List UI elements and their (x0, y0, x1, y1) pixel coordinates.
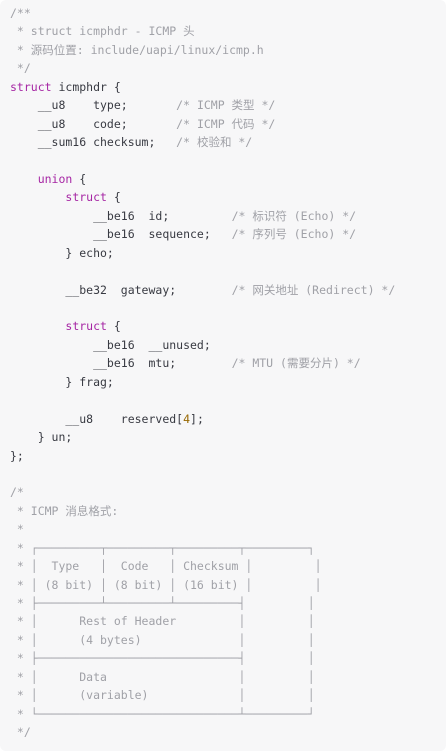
code-token: __sum16 checksum; (10, 135, 177, 150)
code-token: * ┌─────────┬─────────┬─────────┬───────… (10, 540, 315, 555)
code-token: } frag; (10, 374, 114, 389)
code-token: __u8 reserved[ (10, 411, 184, 426)
code-line: __be16 id; /* 标识符 (Echo) */ (10, 207, 446, 225)
code-line (10, 465, 446, 483)
code-token: __u8 type; (10, 98, 177, 113)
code-token: * │ (4 bytes) │ │ (10, 632, 315, 647)
code-line: * ICMP 消息格式: (10, 502, 446, 520)
code-token: * │ (variable) │ │ (10, 688, 315, 703)
code-token: /* 网关地址 (Redirect) */ (231, 282, 396, 297)
code-line: }; (10, 447, 446, 465)
code-token: * │ (8 bit) │ (8 bit) │ (16 bit) │ │ (10, 577, 322, 592)
code-token (10, 190, 65, 204)
code-token: /* ICMP 类型 */ (176, 98, 276, 113)
code-token: { (72, 171, 87, 186)
code-token: * └─────────────────────────────┴───────… (10, 706, 315, 721)
code-line (10, 391, 446, 409)
code-token: struct (10, 79, 52, 94)
code-token: { (106, 319, 121, 334)
code-line: __u8 code; /* ICMP 代码 */ (10, 115, 446, 133)
code-token: /* ICMP 代码 */ (176, 116, 276, 131)
code-token: /* MTU (需要分片) */ (231, 356, 361, 371)
code-line: * │ (8 bit) │ (8 bit) │ (16 bit) │ │ (10, 576, 446, 594)
code-line: __be16 __unused; (10, 336, 446, 354)
code-token: * ├─────────┴─────────┴─────────┤ │ (10, 596, 315, 610)
code-token: * │ Type │ Code │ Checksum │ │ (10, 559, 322, 574)
code-token: struct (65, 319, 107, 334)
code-line: } frag; (10, 373, 446, 391)
code-token: } un; (10, 430, 73, 445)
code-line: } echo; (10, 244, 446, 262)
code-line: * (10, 520, 446, 538)
code-token: __be16 __unused; (10, 337, 211, 352)
code-token: 4 (183, 411, 191, 426)
code-token: /** (10, 6, 31, 20)
code-line: __u8 reserved[4]; (10, 410, 446, 428)
code-line (10, 299, 446, 317)
code-line: * │ Rest of Header │ │ (10, 612, 446, 630)
code-token: /* 校验和 */ (176, 135, 253, 150)
code-line: struct { (10, 317, 446, 335)
code-token: icmphdr { (51, 79, 121, 94)
code-token (10, 172, 38, 186)
code-line (10, 152, 446, 170)
code-token: * ├─────────────────────────────┤ │ (10, 651, 315, 666)
code-line: struct icmphdr { (10, 78, 446, 96)
code-token: __be16 mtu; (10, 356, 232, 371)
code-line: union { (10, 170, 446, 188)
code-line: * ├─────────┴─────────┴─────────┤ │ (10, 594, 446, 612)
code-token: union (37, 171, 73, 186)
code-token: __be16 sequence; (10, 227, 232, 242)
code-line: __be16 sequence; /* 序列号 (Echo) */ (10, 225, 446, 243)
code-line: * ├─────────────────────────────┤ │ (10, 649, 446, 667)
code-line: __u8 type; /* ICMP 类型 */ (10, 96, 446, 114)
code-line: * │ (4 bytes) │ │ (10, 631, 446, 649)
code-token: { (106, 190, 121, 205)
code-line: * 源码位置: include/uapi/linux/icmp.h (10, 41, 446, 59)
code-line: * │ Type │ Code │ Checksum │ │ (10, 557, 446, 575)
code-token: ]; (190, 411, 204, 426)
code-line: * └─────────────────────────────┴───────… (10, 705, 446, 723)
code-line: * │ (variable) │ │ (10, 686, 446, 704)
code-token: __be16 id; (10, 208, 232, 223)
code-token: */ (10, 725, 31, 740)
code-token: } echo; (10, 245, 114, 260)
code-token: /* 标识符 (Echo) */ (231, 208, 357, 223)
code-line: * ┌─────────┬─────────┬─────────┬───────… (10, 539, 446, 557)
code-line: * struct icmphdr - ICMP 头 (10, 22, 446, 40)
code-token: * ICMP 消息格式: (10, 503, 119, 518)
code-token: * (10, 522, 24, 537)
code-line: * │ Data │ │ (10, 668, 446, 686)
code-token: /* 序列号 (Echo) */ (231, 227, 357, 242)
code-token: struct (65, 190, 107, 205)
code-token: * │ Data │ │ (10, 669, 315, 684)
code-token: __be32 gateway; (10, 282, 232, 297)
code-line: __be32 gateway; /* 网关地址 (Redirect) */ (10, 281, 446, 299)
code-token: __u8 code; (10, 116, 177, 131)
code-line: */ (10, 723, 446, 741)
code-line (10, 262, 446, 280)
code-line: */ (10, 59, 446, 77)
code-line: /** (10, 4, 446, 22)
code-content: /** * struct icmphdr - ICMP 头 * 源码位置: in… (10, 4, 446, 742)
code-token: }; (10, 448, 24, 463)
code-line: __sum16 checksum; /* 校验和 */ (10, 133, 446, 151)
code-line: /* (10, 483, 446, 501)
code-token (10, 319, 65, 333)
code-line: struct { (10, 188, 446, 206)
code-token: * │ Rest of Header │ │ (10, 614, 315, 629)
code-line: __be16 mtu; /* MTU (需要分片) */ (10, 354, 446, 372)
code-token: /* (10, 485, 24, 500)
code-token: * 源码位置: include/uapi/linux/icmp.h (10, 42, 264, 57)
code-line: } un; (10, 428, 446, 446)
code-token: */ (10, 61, 31, 76)
code-token: * struct icmphdr - ICMP 头 (10, 24, 195, 39)
